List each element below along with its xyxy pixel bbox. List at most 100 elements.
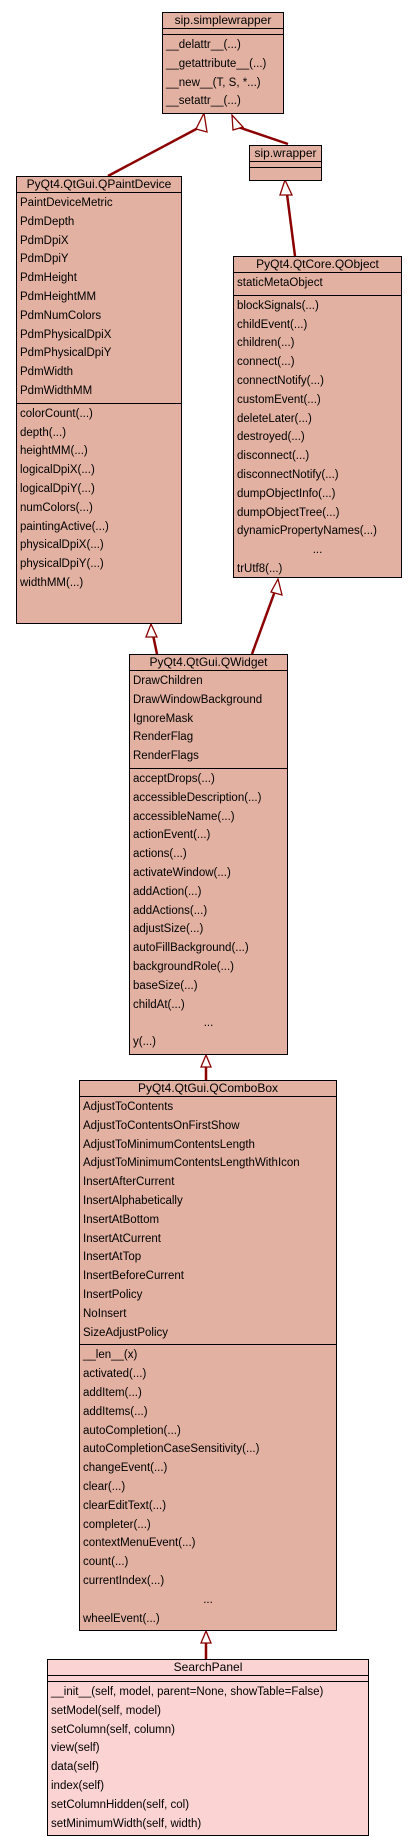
edge-qpaintdevice-simplewrapper [107,125,201,178]
method-item: contextMenuEvent(...) [83,1537,196,1550]
method-item: __delattr__(...) [166,39,241,51]
method-item: index(self) [51,1779,105,1792]
attribute-item: RenderFlags [133,750,199,763]
arrowhead-qobject [270,577,283,596]
method-item: widthMM(...) [20,576,84,589]
method-item: colorCount(...) [20,407,93,420]
method-item: addActions(...) [133,904,208,917]
method-item: activated(...) [83,1368,147,1381]
attribute-item: InsertAtBottom [83,1213,160,1226]
ellipsis: ... [312,544,323,557]
methods-section: acceptDrops(...) accessibleDescription(.… [130,769,287,1054]
attribute-item: InsertBeforeCurrent [83,1270,184,1283]
attribute-item: InsertAtCurrent [83,1232,161,1245]
arrowhead-wrapper [279,178,294,196]
method-item: childEvent(...) [237,318,308,331]
method-item: actions(...) [133,848,187,861]
method-item: autoCompletion(...) [83,1424,181,1437]
methods-section [250,168,321,173]
class-qpaintdevice[interactable]: PyQt4.QtGui.QPaintDevice PaintDeviceMetr… [16,176,182,624]
attribute-item: DrawChildren [133,675,203,687]
attribute-item: InsertPolicy [83,1288,143,1301]
method-item: __init__(self, model, parent=None, showT… [51,1686,324,1698]
method-item: blockSignals(...) [237,299,319,312]
attribute-item: AdjustToContents [83,1101,174,1113]
method-item: disconnect(...) [237,450,310,463]
method-item: y(...) [133,1036,156,1049]
method-item: deleteLater(...) [237,412,312,425]
method-item: numColors(...) [20,501,93,514]
class-title: PyQt4.QtGui.QPaintDevice [17,177,181,193]
ellipsis: ... [203,1017,214,1030]
method-item: connect(...) [237,356,295,369]
method-item: activateWindow(...) [133,866,231,879]
method-item: accessibleDescription(...) [133,791,262,804]
attribute-item: PdmHeight [20,272,77,285]
attribute-item: PdmDpiY [20,253,69,266]
ellipsis: ... [203,1593,213,1606]
arrowhead-qpaintdevice [145,622,159,638]
attribute-item: InsertAlphabetically [83,1194,183,1207]
arrowhead-qcombobox [200,1629,212,1644]
attributes-section: PaintDeviceMetric PdmDepth PdmDpiX PdmDp… [17,193,181,404]
method-item: changeEvent(...) [83,1462,168,1475]
method-item: completer(...) [83,1518,151,1531]
method-item: acceptDrops(...) [133,772,215,785]
class-qcombobox[interactable]: PyQt4.QtGui.QComboBox AdjustToContents A… [79,1080,337,1631]
method-item: backgroundRole(...) [133,960,234,973]
method-item: addItem(...) [83,1386,142,1399]
attribute-item: PdmDpiX [20,234,69,247]
attribute-item: AdjustToMinimumContentsLengthWithIcon [83,1157,300,1170]
method-item: logicalDpiX(...) [20,464,95,477]
class-simplewrapper[interactable]: sip.simplewrapper __delattr__(...) __get… [162,12,284,114]
arrowhead-simplewrapper-left [195,110,208,133]
attribute-item: PdmWidth [20,366,74,379]
method-item: destroyed(...) [237,431,305,444]
attribute-item: PaintDeviceMetric [20,197,113,209]
method-item: autoFillBackground(...) [133,942,249,955]
class-title: sip.simplewrapper [163,13,283,29]
class-title: PyQt4.QtCore.QObject [234,257,401,273]
method-item: setMinimumWidth(self, width) [51,1817,202,1830]
class-title: PyQt4.QtGui.QWidget [130,655,287,671]
edge-qwidget-qpaintdevice [151,634,159,655]
method-item: addItems(...) [83,1405,148,1418]
method-item: disconnectNotify(...) [237,468,339,481]
class-qwidget[interactable]: PyQt4.QtGui.QWidget DrawChildren DrawWin… [129,654,288,1055]
methods-section: __delattr__(...) __getattribute__(...) _… [163,35,283,113]
attributes-section [48,1676,368,1682]
class-title: PyQt4.QtGui.QComboBox [80,1081,336,1097]
method-item: children(...) [237,337,295,350]
method-item: currentIndex(...) [83,1574,165,1587]
class-wrapper[interactable]: sip.wrapper [249,145,322,181]
method-item: customEvent(...) [237,393,321,406]
method-item: __len__(x) [83,1349,138,1362]
method-item: depth(...) [20,426,67,439]
method-item: count(...) [83,1556,129,1569]
class-searchpanel[interactable]: SearchPanel __init__(self, model, parent… [47,1659,369,1836]
method-item: __getattribute__(...) [166,57,267,70]
method-item: heightMM(...) [20,445,88,458]
method-item: adjustSize(...) [133,923,204,936]
methods-section: __len__(x) activated(...) addItem(...) a… [80,1345,336,1630]
attribute-item: staticMetaObject [237,277,323,289]
attributes-section [250,162,321,168]
attributes-section: DrawChildren DrawWindowBackground Ignore… [130,671,287,769]
method-item: connectNotify(...) [237,374,324,387]
method-item: trUtf8(...) [237,562,283,575]
method-item: data(self) [51,1761,99,1774]
attribute-item: InsertAtTop [83,1251,142,1264]
method-item: actionEvent(...) [133,829,211,842]
method-item: childAt(...) [133,998,185,1011]
method-item: baseSize(...) [133,979,198,992]
class-title: SearchPanel [48,1660,368,1676]
class-qobject[interactable]: PyQt4.QtCore.QObject staticMetaObject bl… [233,256,402,578]
method-item: setColumn(self, column) [51,1723,175,1736]
attributes-section: AdjustToContents AdjustToContentsOnFirst… [80,1097,336,1346]
methods-section: colorCount(...) depth(...) heightMM(...)… [17,404,181,595]
method-item: __new__(T, S, *...) [166,76,261,89]
attributes-section [163,29,283,35]
attribute-item: RenderFlag [133,731,194,744]
methods-section: blockSignals(...) childEvent(...) childr… [234,296,401,581]
